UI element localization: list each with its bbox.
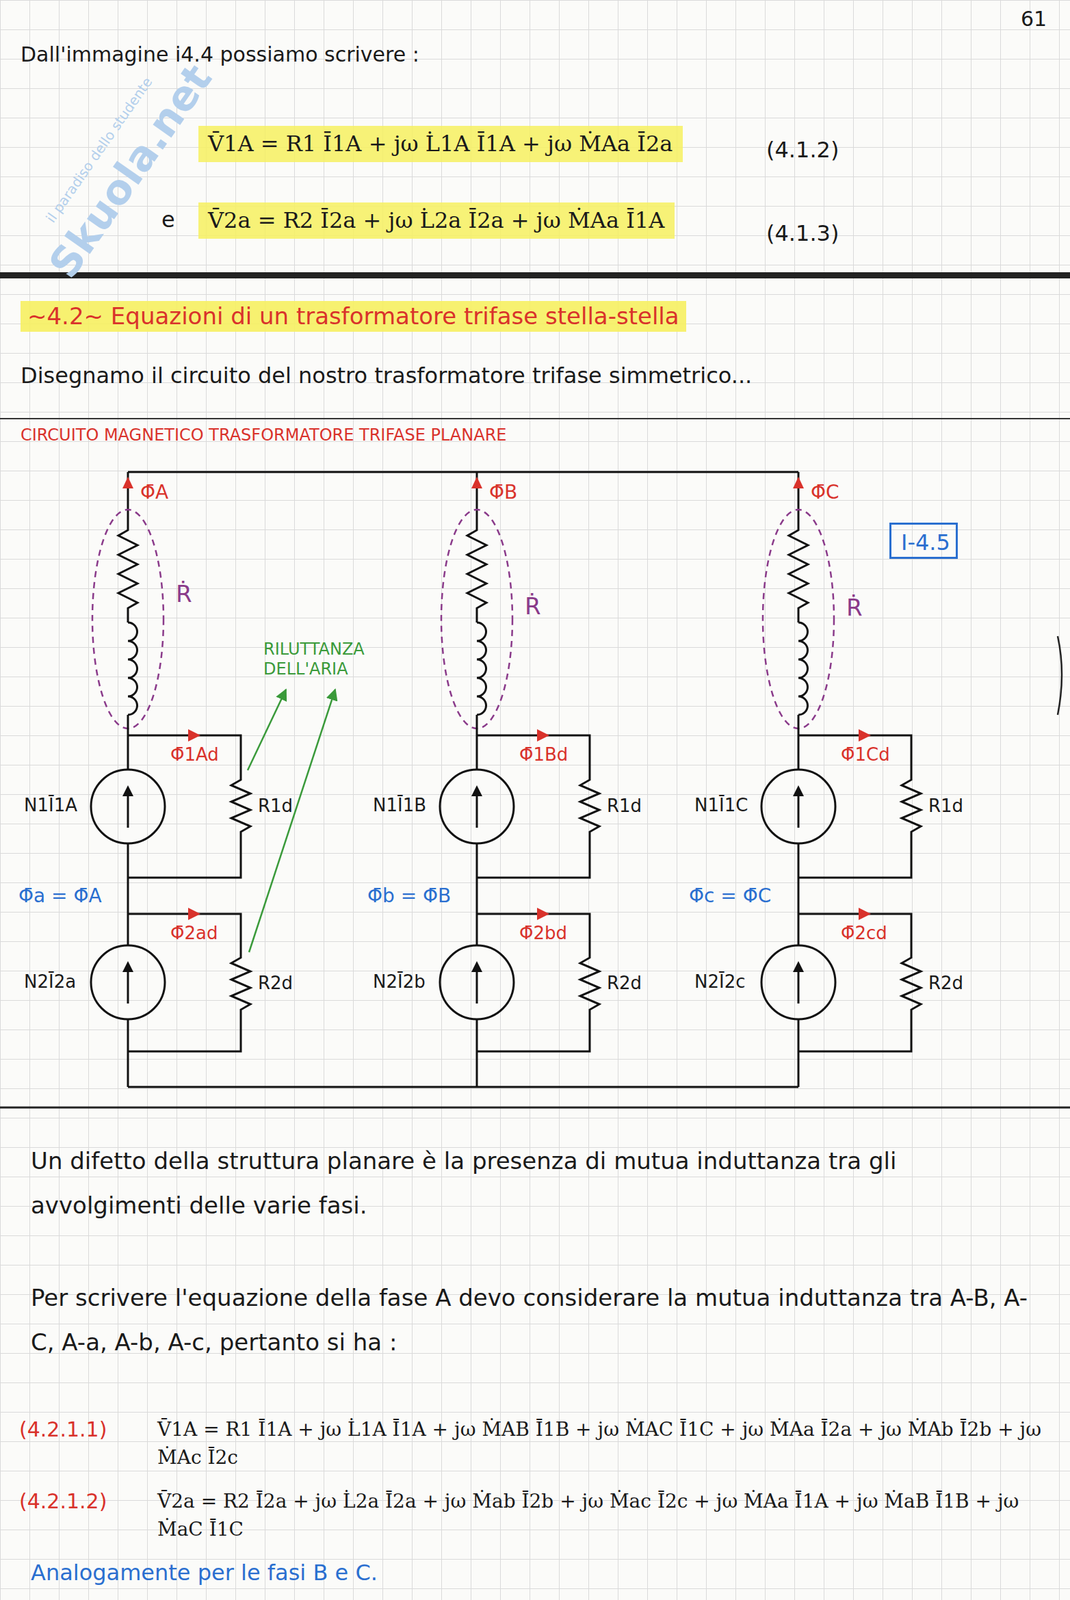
flux-equality: Φ̄b = Φ̄B [367,884,451,908]
resistor-label: R1d [257,795,293,817]
equation-number: (4.2.1.2) [19,1489,107,1515]
leader-arrow [249,689,336,953]
highlighted-equation: V̄1A = R1 Ī1A + jω L̇1A Ī1A + jω ṀAa Ī2a [198,125,683,163]
flux-equality: Φ̄c = Φ̄C [688,884,772,908]
flux-label: Φ̄B [489,480,518,505]
page-rules [0,418,1070,420]
mmf-label: N2Ī2b [372,971,426,993]
reluctance-label: Ṙ [846,593,863,622]
note-text: Disegnamo il circuito del nostro trasfor… [20,362,752,389]
mmf-label: N2Ī2c [694,971,746,993]
flux-label: Φ̄2ad [170,922,218,945]
note-text: Dall'immagine i4.4 possiamo scrivere : [20,42,420,68]
callout-note: RILUTTANZA DELL'ARIA [263,639,408,680]
resistor-label: R1d [606,795,642,817]
magnetic-circuit [127,1086,799,1089]
equation-number: (4.1.2) [766,136,839,163]
note-text: Un difetto della struttura planare è la … [30,1139,1037,1228]
resistor-label: R2d [257,972,293,995]
flux-label: Φ̄A [140,480,169,505]
flux-label: Φ̄1Cd [840,744,891,766]
magnetic-circuit [761,472,921,1088]
note-text: Per scrivere l'equazione della fase A de… [30,1275,1037,1365]
page-number: 61 [1020,6,1047,32]
reluctance-label: Ṙ [175,580,193,609]
node-text: V̄2a = R2 Ī2a + jω L̇2a Ī2a + jω ṀAa Ī1A [207,207,665,234]
margin-bracket [1057,636,1062,715]
highlighted-equation: V̄2a = R2 Ī2a + jω L̇2a Ī2a + jω ṀAa Ī1A [198,202,675,239]
leader-arrow [247,689,286,771]
mmf-label: N1Ī1A [23,794,78,817]
flux-label: Φ̄1Bd [519,744,568,766]
figure-reference-box: I-4.5 [889,522,958,559]
flux-label: Φ̄2bd [519,922,568,945]
resistor-label: R2d [606,972,642,995]
figure-title: CIRCUITO MAGNETICO TRASFORMATORE TRIFASE… [20,425,507,446]
note-text: e [161,206,176,233]
node-text: V̄1A = R1 Ī1A + jω L̇1A Ī1A + jω ṀAa Ī2a [207,130,674,157]
page-rules [0,1106,1070,1109]
magnetic-circuit [127,471,799,474]
mmf-label: N2Ī2a [23,971,76,993]
equation: V̄1A = R1 Ī1A + jω L̇1A Ī1A + jω ṀAB Ī1B… [157,1416,1047,1472]
page-rules [0,272,1070,1108]
magnetic-circuit [90,472,251,1088]
resistor-label: R1d [928,795,964,817]
resistor-label: R2d [928,972,964,995]
page-rules [0,272,1070,279]
flux-label: Φ̄C [810,480,840,505]
equation: V̄2a = R2 Ī2a + jω L̇2a Ī2a + jω Ṁab Ī2b… [157,1488,1047,1544]
mmf-label: N1Ī1C [694,794,748,817]
magnetic-circuit [439,472,600,1088]
mmf-label: N1Ī1B [372,794,427,817]
flux-label: Φ̄2cd [840,922,888,945]
reluctance-label: Ṙ [524,592,542,621]
margin-bracket [1057,636,1062,715]
node-text: I-4.5 [901,529,947,556]
flux-equality: Φ̄a = Φ̄A [18,884,102,908]
magnetic-circuit [90,472,921,1088]
leader-arrow [247,689,336,953]
section-heading: ~4.2~ Equazioni di un trasformatore trif… [20,301,687,332]
equation-number: (4.2.1.1) [19,1417,107,1443]
equation-number: (4.1.3) [766,220,839,247]
note-text: Analogamente per le fasi B e C. [30,1559,378,1586]
flux-label: Φ̄1Ad [170,744,219,766]
